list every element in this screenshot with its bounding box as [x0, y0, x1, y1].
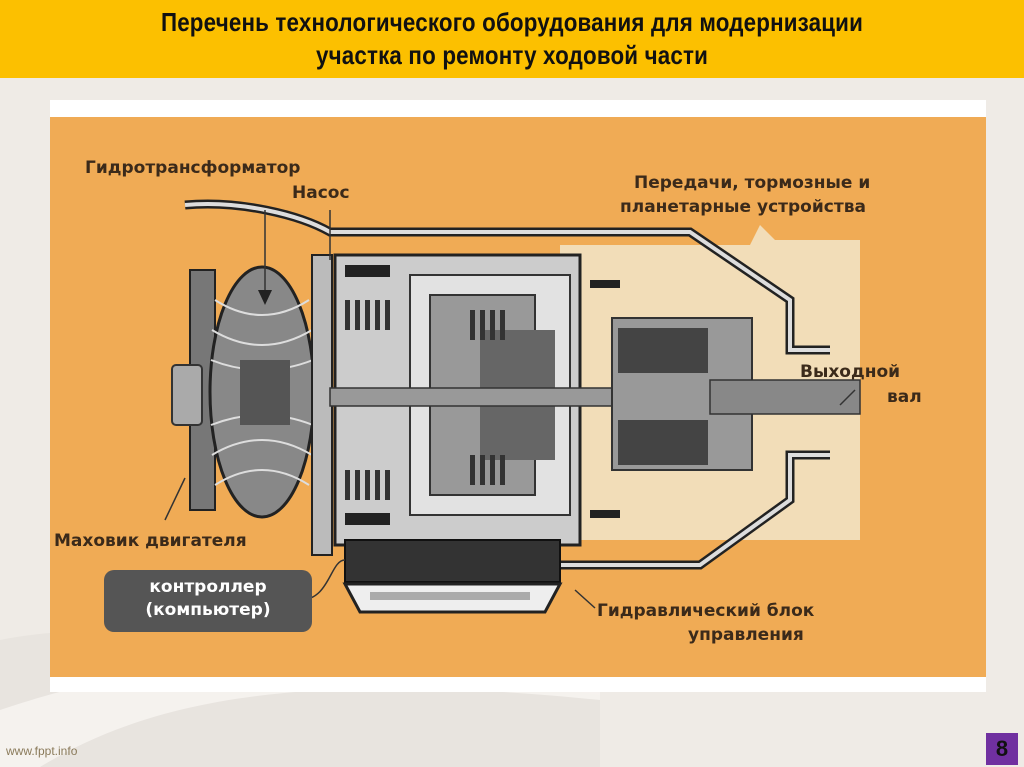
label-gears-brakes-line1: Передачи, тормозные и: [634, 173, 871, 193]
label-flywheel: Маховик двигателя: [54, 531, 247, 551]
title-line-1: Перечень технологического оборудования д…: [160, 7, 864, 37]
label-pump: Насос: [292, 183, 350, 203]
planet-gear-top: [618, 328, 708, 373]
label-torque-converter: Гидротрансформатор: [85, 158, 301, 178]
controller-line2: (компьютер): [145, 600, 271, 620]
arrow-head-converter: [258, 290, 272, 305]
controller-box: контроллер (компьютер): [104, 570, 312, 632]
title-line-2: участка по ремонту ходовой части: [315, 40, 709, 70]
planet-gear-bottom: [618, 420, 708, 465]
page-number-badge: 8: [986, 733, 1018, 765]
label-hydraulic-block-line2: управления: [688, 625, 804, 645]
controller-line1: контроллер: [149, 577, 267, 597]
input-hub: [171, 364, 203, 426]
footer-url: www.fppt.info: [6, 744, 78, 758]
title-banner: Перечень технологического оборудования д…: [0, 0, 1024, 78]
output-shaft: [709, 379, 861, 415]
label-hydraulic-block-line1: Гидравлический блок: [597, 601, 815, 621]
slide-title: Перечень технологического оборудования д…: [72, 6, 953, 72]
clutch-plates: [345, 300, 505, 500]
label-gears-brakes-line2: планетарные устройства: [620, 197, 866, 217]
label-output-shaft-line1: Выходной: [800, 362, 901, 382]
pump-plate: [311, 254, 333, 556]
label-output-shaft-line2: вал: [887, 387, 922, 407]
valve-body: [344, 539, 561, 583]
